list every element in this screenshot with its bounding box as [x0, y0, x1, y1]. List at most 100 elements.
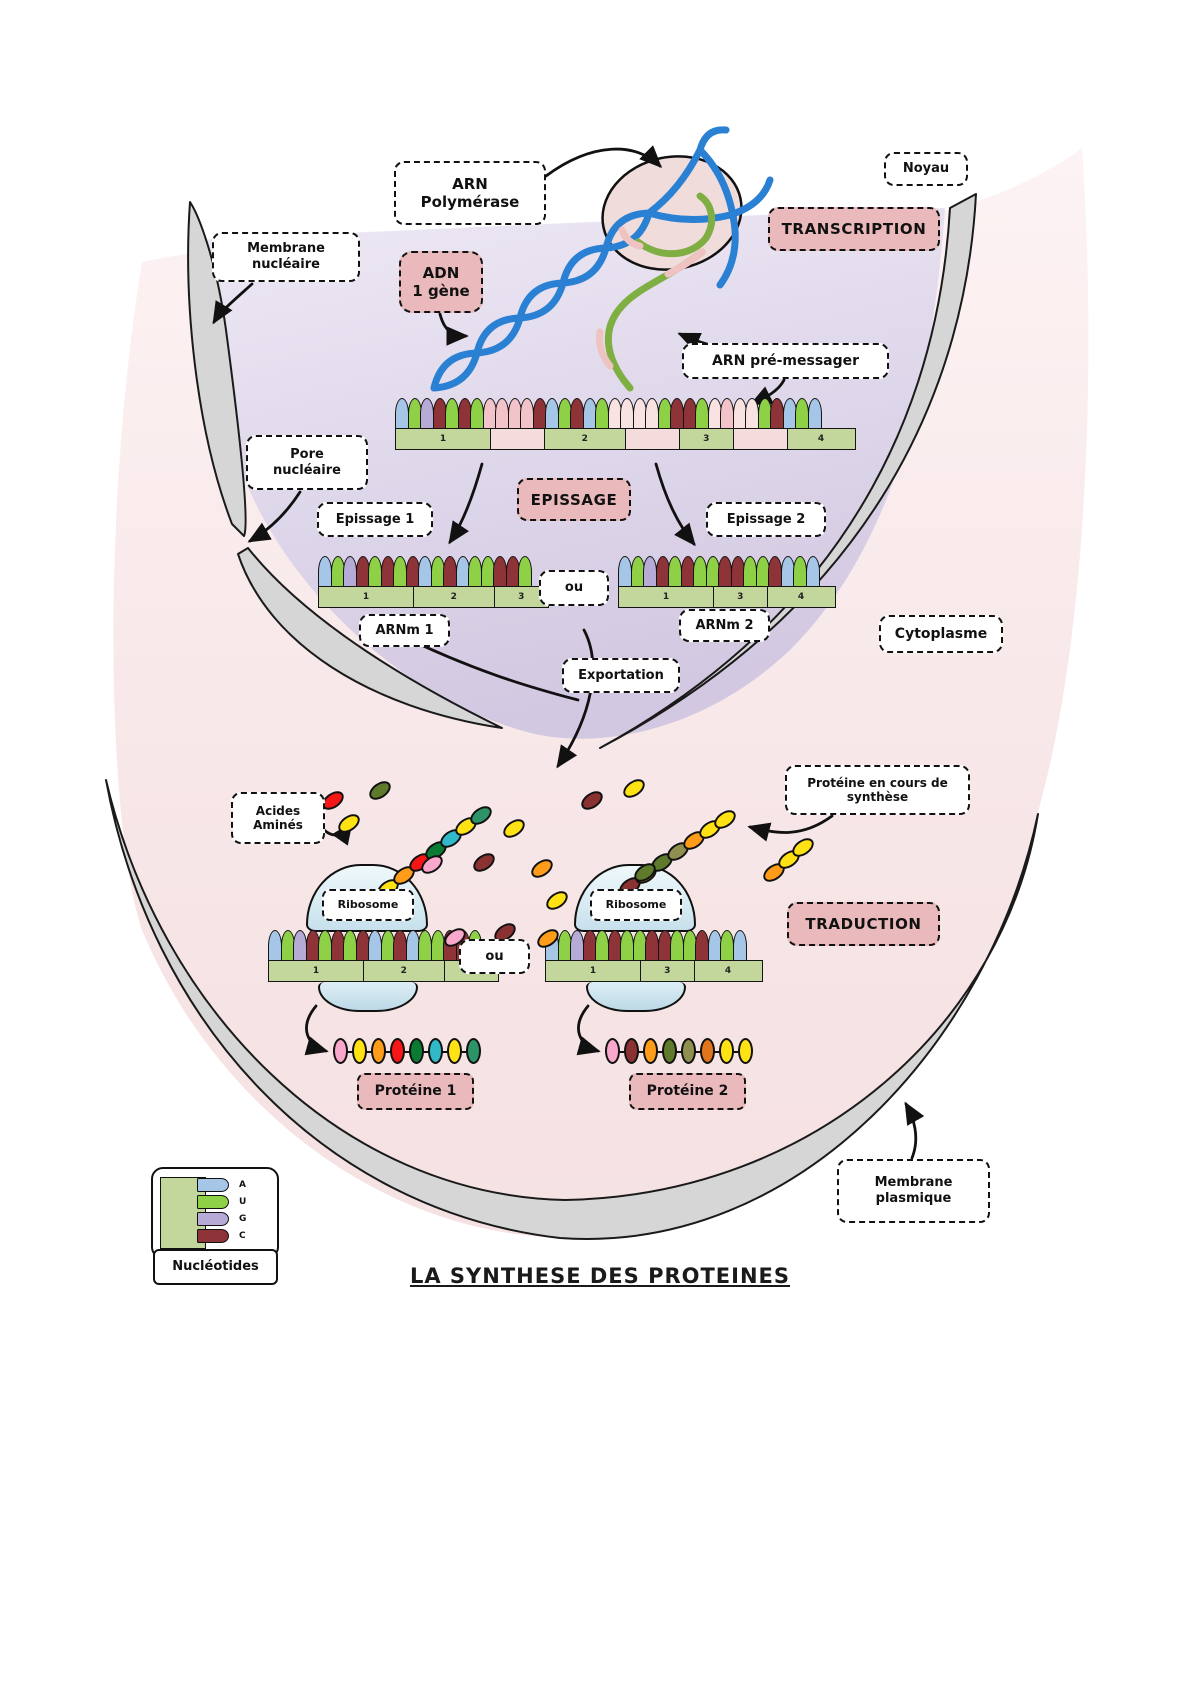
amino-acid [699, 1038, 715, 1064]
ribosome2-base [586, 982, 686, 1012]
label-proteine-2: Protéine 2 [629, 1073, 746, 1110]
dna-helix [430, 126, 774, 392]
nucleotide [343, 556, 357, 588]
plasma-membrane-band [105, 779, 1039, 1240]
legend-letter: C [239, 1231, 246, 1241]
nucleotide [443, 556, 457, 588]
label-arn-pre-messager: ARN pré-messager [682, 343, 889, 379]
legend-nucleotide-A [197, 1178, 229, 1192]
amino-acid [332, 1038, 348, 1064]
legend-nucleotide-G [197, 1212, 229, 1226]
amino-link [612, 1051, 631, 1053]
exon-segment: 1 [318, 586, 415, 608]
label-noyau: Noyau [884, 152, 968, 186]
intron-segment [489, 428, 546, 450]
nucleotide [468, 556, 482, 588]
nucleotide [570, 930, 584, 962]
exon-segment: 3 [712, 586, 769, 608]
nucleotide [318, 556, 332, 588]
exon-segment: 1 [545, 960, 642, 982]
amino-acid [737, 1038, 753, 1064]
label-transcription: TRANSCRIPTION [768, 207, 940, 251]
nucleotide [293, 930, 307, 962]
nuclear-membrane-right [599, 193, 977, 749]
label-proteine-en-cours: Protéine en cours de synthèse [785, 765, 970, 815]
intron-segment [624, 428, 681, 450]
nucleotide [318, 930, 332, 962]
label-nucleotides: Nucléotides [153, 1249, 278, 1285]
amino-link [650, 1051, 669, 1053]
nucleotide [720, 398, 734, 430]
amino-link [631, 1051, 650, 1053]
nucleotide [718, 556, 732, 588]
amino-link [707, 1051, 726, 1053]
nucleotide [595, 398, 609, 430]
nucleotide [518, 556, 532, 588]
label-epissage: EPISSAGE [517, 478, 631, 521]
nucleotide [493, 556, 507, 588]
nucleotide [695, 398, 709, 430]
amino-acid [370, 1038, 386, 1064]
nucleotide [732, 930, 747, 962]
amino-acid [661, 1038, 677, 1064]
nucleotide [545, 398, 559, 430]
label-cytoplasme: Cytoplasme [879, 615, 1003, 653]
label-ribosome-1: Ribosome [322, 889, 414, 921]
nucleotide [670, 398, 684, 430]
label-arn-polymerase: ARN Polymérase [394, 161, 546, 225]
label-exportation: Exportation [562, 658, 680, 693]
nucleotide-row [318, 556, 548, 588]
label-ribosome-2: Ribosome [590, 889, 682, 921]
nucleotide [643, 556, 657, 588]
label-epissage-1: Epissage 1 [317, 502, 433, 537]
legend-letter: G [239, 1214, 247, 1224]
nucleotide [368, 930, 382, 962]
amino-acid [642, 1038, 658, 1064]
label-proteine-1: Protéine 1 [357, 1073, 474, 1110]
nucleotide [618, 556, 632, 588]
nucleotide [645, 930, 659, 962]
exon-segment: 2 [362, 960, 446, 982]
nucleotide [645, 398, 659, 430]
pre-mrna-strand [596, 192, 716, 392]
exon-segment: 4 [693, 960, 763, 982]
exon-segment: 4 [786, 428, 856, 450]
amino-link [669, 1051, 688, 1053]
label-ou-translation: ou [459, 939, 530, 974]
amino-acid [604, 1038, 620, 1064]
label-ou-splicing: ou [539, 570, 609, 606]
nucleotide [743, 556, 757, 588]
nucleotide [745, 398, 759, 430]
nucleotide [595, 930, 609, 962]
amino-link [378, 1051, 397, 1053]
nucleotide [393, 556, 407, 588]
exon-segment: 4 [766, 586, 836, 608]
label-epissage-2: Epissage 2 [706, 502, 826, 537]
nucleotide [620, 930, 634, 962]
label-membrane-nucleaire: Membrane nucléaire [212, 232, 360, 282]
amino-acid [718, 1038, 734, 1064]
nucleotide [368, 556, 382, 588]
nucleotide [795, 398, 809, 430]
nucleotide [470, 398, 484, 430]
page-title: LA SYNTHESE DES PROTEINES [409, 1264, 791, 1288]
nucleotide [495, 398, 509, 430]
amino-acid [446, 1038, 462, 1064]
label-membrane-plasmique: Membrane plasmique [837, 1159, 990, 1223]
nucleotide [570, 398, 584, 430]
nucleotide-row [545, 930, 761, 962]
nucleotide [343, 930, 357, 962]
amino-acid [465, 1038, 481, 1064]
amino-link [340, 1051, 359, 1053]
nucleotide [268, 930, 282, 962]
exon-segment: 1 [395, 428, 492, 450]
label-pore-nucleaire: Pore nucléaire [246, 435, 368, 490]
nucleotide [393, 930, 407, 962]
